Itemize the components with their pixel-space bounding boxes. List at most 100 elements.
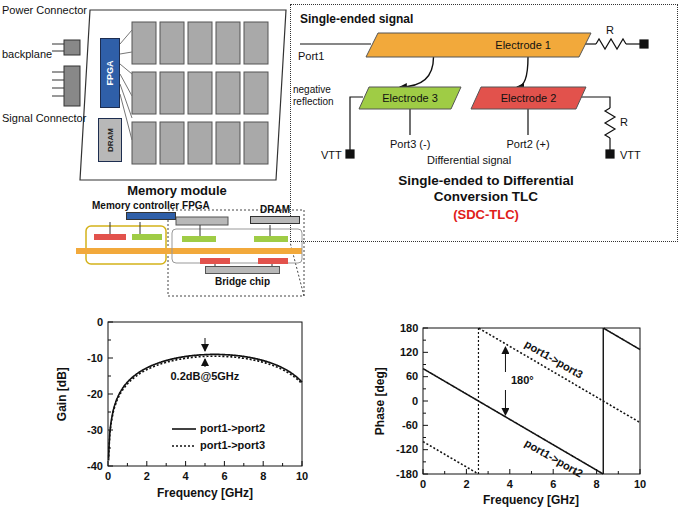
dram-chip (176, 217, 228, 225)
tick (553, 469, 554, 474)
dram-chip (132, 122, 156, 164)
text-label: Power Connector (2, 4, 87, 17)
text-label: 4 (507, 478, 513, 491)
port3-wire (409, 108, 410, 135)
wire (609, 138, 610, 150)
wire (52, 51, 64, 52)
tick (423, 352, 428, 353)
via (200, 225, 201, 236)
tick (466, 469, 467, 474)
text-label: -40 (87, 460, 103, 473)
text-label: Phase [deg] (373, 367, 387, 435)
backplane-connectors (52, 40, 80, 106)
text-label: Frequency [GHz] (483, 493, 579, 507)
electrode-layer (132, 234, 162, 240)
text-label: -120 (396, 443, 418, 456)
tick (444, 471, 445, 474)
tick (640, 469, 641, 474)
node-para: Electrode 1 (366, 33, 591, 57)
electrode-layer (200, 258, 230, 264)
module-title: Memory module (62, 183, 292, 198)
tick (224, 461, 225, 466)
text-label: 6 (221, 470, 227, 483)
terminal (640, 40, 648, 48)
text-label: 180 (400, 322, 418, 335)
text-label: 6 (550, 478, 556, 491)
wrap-line (478, 328, 479, 474)
power-connector (64, 40, 80, 55)
chip-label: DRAM (106, 128, 115, 152)
gain-plot-frame (108, 322, 302, 466)
text-label: 0 (97, 316, 103, 329)
coupling-arrow (400, 57, 434, 87)
wire (52, 80, 64, 81)
tick (108, 376, 111, 377)
port2-wire (527, 108, 528, 135)
dram-chip (188, 72, 212, 114)
text-label: R (606, 24, 614, 37)
legend-text: port1->port3 (200, 439, 265, 452)
dram-chip (188, 22, 212, 64)
dram-chip (188, 122, 212, 164)
resistor-symbol (596, 39, 626, 49)
dram-chip (216, 122, 240, 164)
tick (488, 471, 489, 474)
tick (423, 401, 428, 402)
wire (580, 97, 610, 108)
tick (108, 322, 113, 323)
tick (166, 463, 167, 466)
dimension-arrow (505, 390, 506, 415)
text-label: VTT (620, 149, 641, 162)
diagram-title: Single-ended to Differential Conversion … (366, 173, 606, 205)
charts (108, 322, 640, 474)
text-label: Port1 (298, 50, 324, 63)
trace (120, 52, 132, 54)
dram-chip (160, 122, 184, 164)
tick (618, 471, 619, 474)
trace (120, 64, 132, 74)
dram-chip (244, 122, 268, 164)
node-board: Memory moduleFPGADRAM (62, 10, 292, 202)
legend-sample (172, 445, 196, 447)
tick (423, 469, 424, 474)
wire (626, 43, 640, 44)
node-chip: DRAM (250, 204, 300, 224)
electrode-layer (254, 236, 288, 242)
text-label: R (620, 116, 628, 129)
text-label: -10 (87, 352, 103, 365)
text-label: -20 (87, 388, 103, 401)
dram-chip (216, 22, 240, 64)
text-label: 60 (406, 370, 418, 383)
tick (423, 376, 428, 377)
electrode-layer (76, 248, 302, 254)
dram-chip (160, 22, 184, 64)
electrode-layer (182, 236, 216, 242)
legend-text: port1->port2 (200, 422, 265, 435)
electrode (359, 87, 461, 109)
text-label: 0 (105, 470, 111, 483)
text-label: Frequency [GHz] (157, 486, 253, 500)
memory-module-board (62, 10, 292, 202)
chip-label: Bridge chip (205, 276, 280, 287)
tick (423, 461, 426, 462)
text-label: negative reflection (293, 84, 343, 108)
text-label: Gain [dB] (55, 367, 69, 421)
tick (423, 449, 428, 450)
text-label: VTT (321, 149, 342, 162)
gain-curve (109, 354, 302, 458)
phase-curve (423, 442, 478, 474)
dimension-arrow (205, 338, 206, 351)
wrap-line (603, 328, 604, 474)
module-board (172, 229, 302, 263)
text-label: Differential signal (427, 154, 511, 167)
text-label: Single-ended signal (300, 12, 413, 26)
tick (423, 437, 426, 438)
legend-sample (172, 428, 196, 430)
tick (108, 358, 113, 359)
phase-curve (479, 328, 640, 422)
chip-body (250, 216, 300, 224)
title-block: Single-ended to Differential Conversion … (366, 173, 606, 222)
dram-chip (216, 72, 240, 114)
via (140, 222, 141, 234)
trace (120, 30, 132, 44)
